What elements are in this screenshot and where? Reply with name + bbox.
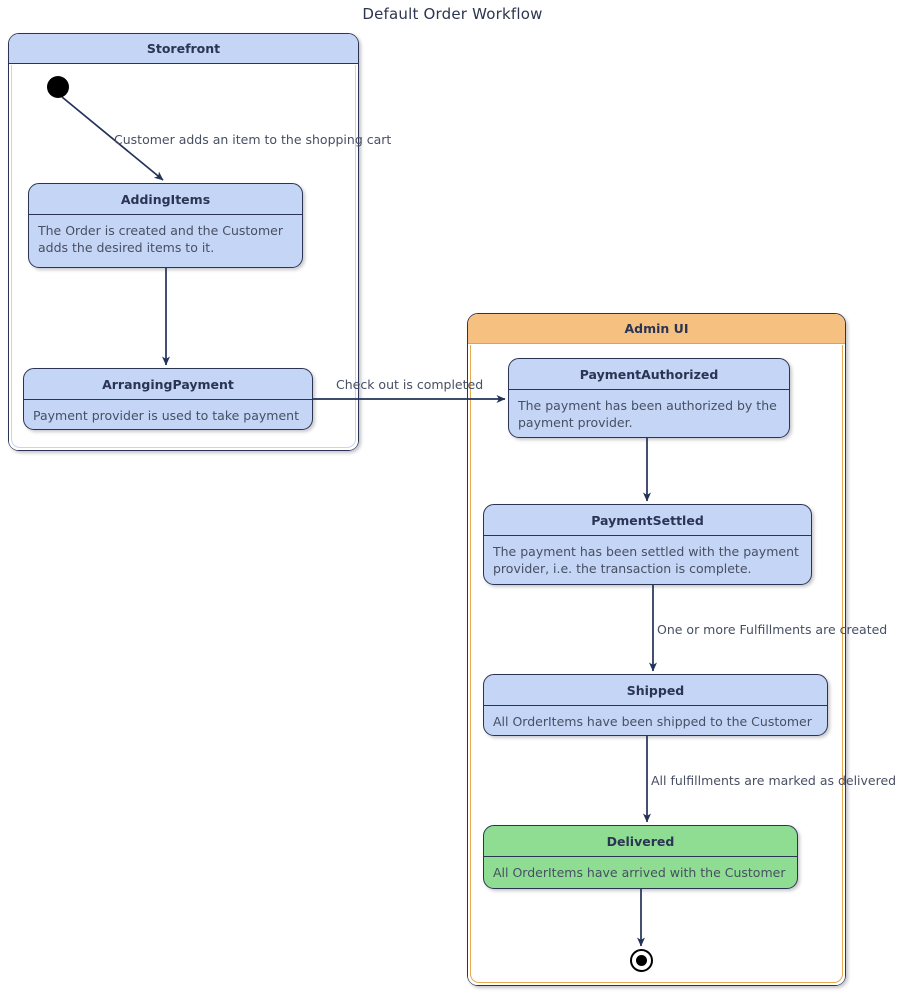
state-node-delivered[interactable]: Delivered All OrderItems have arrived wi…	[483, 825, 798, 889]
state-name-paymentauthorized: PaymentAuthorized	[509, 359, 789, 390]
state-name-paymentsettled: PaymentSettled	[484, 505, 811, 536]
state-description-addingitems: The Order is created and the Customer ad…	[38, 223, 283, 255]
state-name-arrangingpayment: ArrangingPayment	[24, 369, 312, 400]
state-name-shipped: Shipped	[484, 675, 827, 706]
diagram-title: Default Order Workflow	[362, 5, 543, 23]
state-description-paymentauthorized: The payment has been authorized by the p…	[518, 398, 777, 430]
transition-label-marked-as-delivered: All fulfillments are marked as delivered	[651, 773, 897, 788]
composite-title-storefront: Storefront	[9, 34, 358, 64]
state-name-delivered: Delivered	[484, 826, 797, 857]
state-name-addingitems: AddingItems	[29, 184, 302, 215]
state-description-arrangingpayment: Payment provider is used to take payment	[33, 408, 299, 423]
initial-state-node[interactable]	[47, 76, 69, 98]
transition-label-check-out-completed: Check out is completed	[336, 377, 484, 392]
transition-label-fulfillments-created: One or more Fulfillments are created	[657, 622, 888, 637]
state-description-shipped: All OrderItems have been shipped to the …	[493, 714, 812, 729]
transition-label-customer-adds-item: Customer adds an item to the shopping ca…	[114, 132, 392, 147]
state-description-delivered: All OrderItems have arrived with the Cus…	[493, 865, 786, 880]
state-node-shipped[interactable]: Shipped All OrderItems have been shipped…	[483, 674, 828, 736]
composite-title-admin-ui: Admin UI	[468, 314, 845, 344]
state-node-paymentsettled[interactable]: PaymentSettled The payment has been sett…	[483, 504, 812, 585]
state-description-paymentsettled: The payment has been settled with the pa…	[493, 544, 799, 576]
state-node-paymentauthorized[interactable]: PaymentAuthorized The payment has been a…	[508, 358, 790, 438]
final-state-node[interactable]	[630, 949, 653, 972]
state-node-arrangingpayment[interactable]: ArrangingPayment Payment provider is use…	[23, 368, 313, 430]
state-node-addingitems[interactable]: AddingItems The Order is created and the…	[28, 183, 303, 268]
